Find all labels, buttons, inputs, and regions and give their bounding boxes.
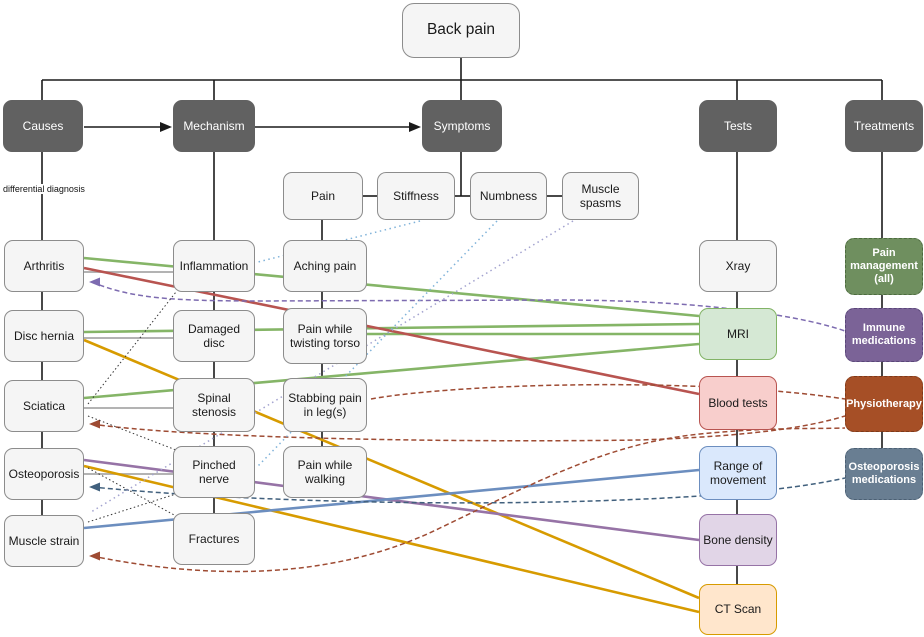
- edge-physio-stabbingpain: [370, 383, 846, 400]
- node-fractures[interactable]: Fractures: [173, 513, 255, 565]
- edge-sciatica-pinchednerve-dd: [87, 415, 177, 451]
- node-immune-meds[interactable]: Immune medications: [845, 308, 923, 362]
- differential-diagnosis-label: differential diagnosis: [2, 184, 86, 194]
- node-aching-pain[interactable]: Aching pain: [283, 240, 367, 292]
- node-spinal-stenosis[interactable]: Spinal stenosis: [173, 378, 255, 432]
- node-pinched-nerve[interactable]: Pinched nerve: [173, 446, 255, 498]
- edge-immunemeds-arthritis-head: [89, 277, 100, 287]
- edge-causes-to-mechanism-arrowhead: [160, 122, 172, 132]
- node-inflammation[interactable]: Inflammation: [173, 240, 255, 292]
- node-arthritis[interactable]: Arthritis: [4, 240, 84, 292]
- node-osteoporosis[interactable]: Osteoporosis: [4, 448, 84, 500]
- node-muscle-strain[interactable]: Muscle strain: [4, 515, 84, 567]
- edge-osteomeds-osteoporosis: [91, 477, 846, 504]
- node-pain-twisting[interactable]: Pain while twisting torso: [283, 308, 367, 364]
- node-damaged-disc[interactable]: Damaged disc: [173, 310, 255, 362]
- node-back-pain[interactable]: Back pain: [402, 3, 520, 58]
- node-pain-walking[interactable]: Pain while walking: [283, 446, 367, 498]
- node-ct-scan[interactable]: CT Scan: [699, 584, 777, 635]
- node-symptoms[interactable]: Symptoms: [422, 100, 502, 152]
- node-sciatica[interactable]: Sciatica: [4, 380, 84, 432]
- node-muscle-spasms[interactable]: Muscle spasms: [562, 172, 639, 220]
- node-tests[interactable]: Tests: [699, 100, 777, 152]
- edge-osteoporosis-fractures-dd: [87, 467, 177, 517]
- node-osteo-meds[interactable]: Osteoporosis medications: [845, 448, 923, 500]
- node-physiotherapy[interactable]: Physiotherapy: [845, 376, 923, 432]
- node-stiffness[interactable]: Stiffness: [377, 172, 455, 220]
- node-bone-density[interactable]: Bone density: [699, 514, 777, 566]
- edge-physio-sciatica-head: [89, 419, 100, 429]
- node-numbness[interactable]: Numbness: [470, 172, 547, 220]
- edge-osteomeds-osteoporosis-head: [89, 482, 100, 492]
- edge-musclestrain-pinchednerve-dd: [87, 493, 177, 523]
- node-blood-tests[interactable]: Blood tests: [699, 376, 777, 430]
- node-mechanism[interactable]: Mechanism: [173, 100, 255, 152]
- edge-physio-sciatica: [91, 415, 846, 442]
- node-xray[interactable]: Xray: [699, 240, 777, 292]
- node-causes[interactable]: Causes: [3, 100, 83, 152]
- edge-mechanism-to-symptoms-arrowhead: [409, 122, 421, 132]
- node-pain[interactable]: Pain: [283, 172, 363, 220]
- node-disc-hernia[interactable]: Disc hernia: [4, 310, 84, 362]
- node-range-movement[interactable]: Range of movement: [699, 446, 777, 500]
- node-stabbing-pain[interactable]: Stabbing pain in leg(s): [283, 378, 367, 432]
- node-pain-mgmt[interactable]: Pain management (all): [845, 238, 923, 295]
- edge-physio-musclestrain-head: [89, 551, 100, 561]
- node-treatments[interactable]: Treatments: [845, 100, 923, 152]
- node-mri[interactable]: MRI: [699, 308, 777, 360]
